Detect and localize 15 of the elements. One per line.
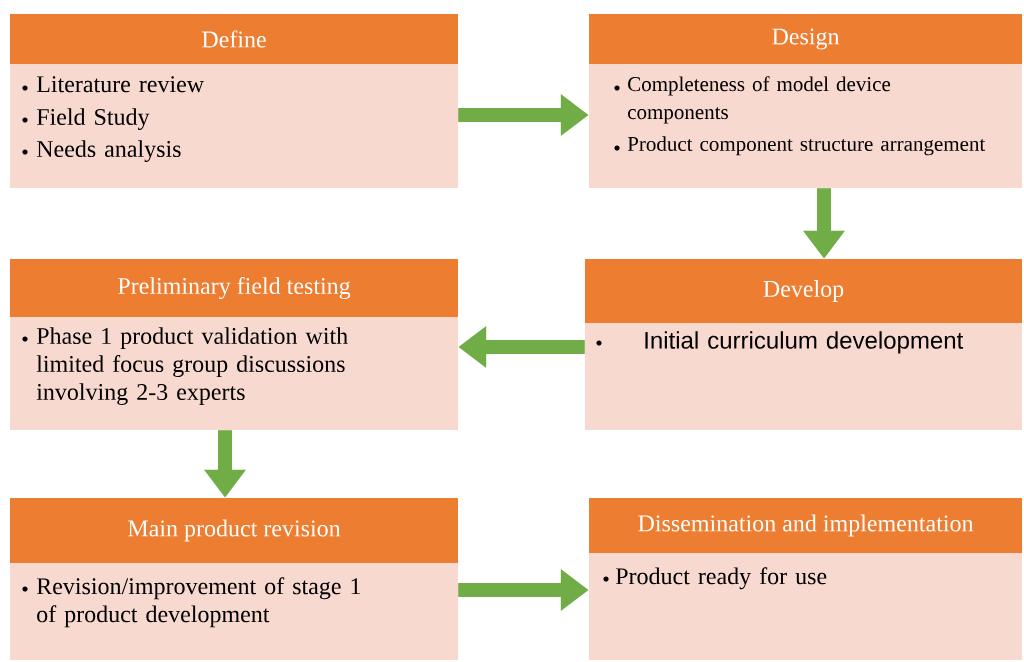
bullet-item: Completeness of model device components xyxy=(614,76,891,124)
bullet-item: Needs analysis xyxy=(22,140,181,163)
bullet-item: Revision/improvement of stage 1 of product development xyxy=(22,577,361,628)
bullet-item: Literature review xyxy=(22,76,204,93)
card-header: Preliminary field testing xyxy=(10,259,458,317)
card-header: Design xyxy=(589,14,1022,64)
bullet-item: Product component structure arrangement xyxy=(614,136,986,156)
card-header: Define xyxy=(10,14,458,64)
bullet-item: Initial curriculum development xyxy=(596,331,964,354)
card-header: Dissemination and implementation xyxy=(589,498,1022,553)
bullet-item: Product ready for use xyxy=(603,567,827,590)
bullet-item: Phase 1 product validation with limited focus group discussions involving 2-3 experts xyxy=(22,327,348,406)
card-header: Develop xyxy=(585,259,1022,323)
card-header: Main product revision xyxy=(10,498,458,563)
bullet-item: Field Study xyxy=(22,108,150,131)
